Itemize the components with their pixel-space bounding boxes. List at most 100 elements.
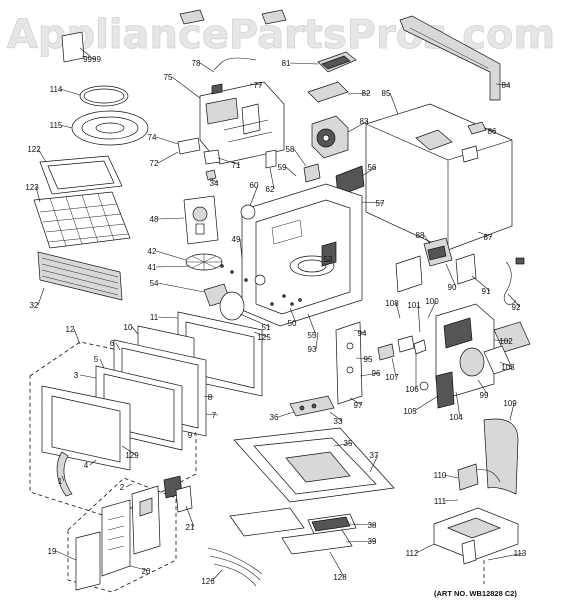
leader-line-2 [125, 483, 133, 488]
part-grille-side [483, 418, 519, 495]
part-number-36: 36 [270, 413, 279, 422]
part-number-35: 35 [344, 439, 353, 448]
leader-line-20 [129, 565, 151, 572]
part-number-107: 107 [385, 373, 399, 382]
leader-line-1 [61, 475, 65, 482]
part-number-56: 56 [368, 163, 377, 172]
part-stirrer-motor [203, 283, 245, 321]
leader-line-123 [35, 186, 41, 203]
part-number-92: 92 [512, 303, 521, 312]
part-number-2: 2 [120, 483, 125, 492]
part-number-60: 60 [250, 181, 259, 190]
leader-line-104 [455, 391, 461, 418]
part-number-49: 49 [232, 235, 241, 244]
leader-line-51 [239, 313, 271, 328]
leader-line-6 [115, 342, 121, 351]
leader-line-8 [203, 395, 215, 398]
leader-line-92 [507, 293, 521, 308]
part-number-129: 129 [125, 451, 139, 460]
part-keypad-frame [75, 531, 101, 591]
part-number-55: 55 [308, 331, 317, 340]
part-number-38: 38 [368, 521, 377, 530]
leader-line-50 [289, 307, 297, 324]
part-number-37: 37 [370, 451, 379, 460]
leader-line-41 [155, 265, 191, 268]
part-control-board [163, 475, 193, 513]
part-screw-cluster [220, 264, 302, 306]
leader-line-42 [155, 250, 187, 261]
leader-line-37 [369, 454, 379, 473]
part-number-111: 111 [434, 497, 447, 506]
leader-line-114 [59, 88, 81, 96]
leader-line-126 [211, 569, 223, 582]
leader-line-75 [171, 76, 201, 99]
part-number-72: 72 [150, 159, 159, 168]
part-turntable-motor [183, 195, 219, 245]
leader-line-111 [443, 499, 459, 502]
part-outer-case [365, 103, 513, 251]
part-number-71: 71 [232, 161, 241, 170]
leader-line-77 [249, 83, 263, 86]
part-number-100: 100 [425, 297, 439, 306]
part-hood-light-socket [457, 463, 501, 491]
part-number-108: 108 [385, 299, 399, 308]
leader-line-91 [471, 275, 491, 292]
leader-line-9999 [81, 55, 97, 60]
part-filter-frame [39, 155, 123, 195]
leader-line-87 [477, 231, 493, 238]
part-wire-harness-main [207, 547, 263, 587]
part-number-74: 74 [148, 133, 157, 142]
leader-line-60 [249, 184, 259, 207]
part-door-panel [41, 385, 131, 471]
part-number-54: 54 [150, 279, 159, 288]
part-transformer [423, 237, 453, 267]
part-number-9: 9 [188, 431, 193, 440]
leader-line-101 [417, 304, 421, 333]
leader-line-12 [73, 328, 81, 345]
part-bottom-plate [233, 427, 395, 503]
part-number-112: 112 [406, 549, 419, 558]
leader-line-11 [157, 316, 179, 319]
leader-line-128 [329, 551, 345, 578]
leader-line-35 [333, 442, 353, 447]
part-blower-motor [311, 115, 349, 159]
part-oven-cavity [241, 183, 363, 327]
leader-line-33 [329, 411, 343, 422]
part-hv-capacitor [419, 371, 455, 409]
part-number-5: 5 [94, 355, 99, 364]
part-control-assembly [199, 81, 285, 165]
part-number-101: 101 [407, 301, 421, 310]
leader-line-39 [345, 540, 377, 543]
leader-line-99 [477, 379, 489, 396]
part-fan-blade [185, 253, 223, 271]
leader-line-95 [355, 357, 373, 360]
part-number-93: 93 [308, 345, 317, 354]
part-number-52: 52 [324, 255, 333, 264]
part-number-6: 6 [110, 339, 115, 348]
part-roller-ring [79, 85, 129, 107]
leader-line-21 [185, 505, 195, 528]
leader-line-19 [55, 550, 77, 561]
part-door-handle [56, 451, 73, 497]
part-filter-bottom [229, 507, 305, 537]
part-number-125: 125 [257, 333, 271, 342]
part-cooktop-lamp-lens [307, 513, 357, 535]
part-number-57: 57 [376, 199, 385, 208]
part-top-tabs [179, 9, 287, 25]
part-number-78: 78 [192, 59, 201, 68]
leader-line-83 [347, 120, 369, 133]
part-number-39: 39 [368, 537, 377, 546]
leader-line-49 [239, 238, 243, 259]
leader-line-56 [361, 166, 377, 177]
art-number: (ART NO. WB12828 C2) [434, 589, 517, 598]
part-front-vent [289, 395, 335, 417]
part-number-33: 33 [334, 417, 343, 426]
leader-line-97 [349, 397, 363, 406]
part-number-58: 58 [286, 145, 295, 154]
leader-line-74 [155, 136, 179, 145]
part-number-123: 123 [25, 183, 39, 192]
leader-line-105 [413, 395, 439, 412]
part-case-bracket [467, 121, 487, 135]
part-control-panel [101, 485, 161, 577]
